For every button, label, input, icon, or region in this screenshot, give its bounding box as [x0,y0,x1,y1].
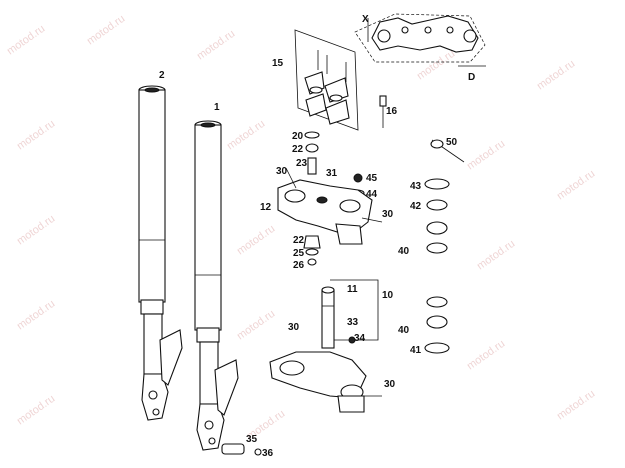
axle-bolt [221,443,262,456]
callout-2: 2 [159,70,165,81]
callout-25: 25 [293,248,305,259]
watermark: motod.ru [15,298,57,333]
callout-41: 41 [410,345,422,356]
callout-44: 44 [366,189,378,200]
callout-43: 43 [410,181,422,192]
watermark: motod.ru [5,23,47,58]
callout-20: 20 [292,131,304,142]
watermark: motod.ru [465,338,507,373]
watermark: motod.ru [85,13,127,48]
watermark: motod.ru [15,393,57,428]
lower-nut-parts [303,235,321,266]
callout-33: 33 [347,317,359,328]
fork-leg-1 [194,120,239,451]
callout-31: 31 [326,168,338,179]
callout-labels: 2 1 15 16 20 22 23 30 31 45 44 12 30 22 … [159,14,475,459]
watermark: motod.ru [475,238,517,273]
callout-36: 36 [262,448,274,459]
watermark: motod.ru [555,388,597,423]
callout-45: 45 [366,173,378,184]
watermark: motod.ru [465,138,507,173]
callout-16: 16 [386,106,398,117]
callout-34: 34 [354,333,366,344]
callout-30: 30 [288,322,300,333]
callout-40: 40 [398,325,410,336]
callout-15: 15 [272,58,284,69]
lower-triple-clamp [269,336,382,413]
callout-23: 23 [296,158,308,169]
callout-50: 50 [446,137,458,148]
dimension-d-label: D [468,72,475,83]
watermark: motod.ru [195,28,237,63]
watermark: motod.ru [415,48,457,83]
watermark: motod.ru [535,58,577,93]
upper-triple-clamp [277,167,383,245]
watermark: motod.ru [235,223,277,258]
watermark: motod.ru [15,213,57,248]
callout-22: 22 [292,144,304,155]
callout-30: 30 [382,209,394,220]
fork-leg-2 [138,85,183,421]
callout-40: 40 [398,246,410,257]
callout-1: 1 [214,102,220,113]
callout-42: 42 [410,201,422,212]
watermark: motod.ru [15,118,57,153]
watermark: motod.ru [225,118,267,153]
dimension-x-label: X [362,14,369,25]
bearing-stack [424,139,465,354]
callout-10: 10 [382,290,394,301]
callout-11: 11 [347,284,358,295]
handlebar-clamp-assembly [294,29,387,131]
callout-26: 26 [293,260,305,271]
top-clamp-detail [354,13,486,67]
callout-12: 12 [260,202,272,213]
callout-22: 22 [293,235,305,246]
watermark: motod.ru [555,168,597,203]
callout-30: 30 [384,379,396,390]
watermark: motod.ru [235,308,277,343]
callout-30: 30 [276,166,288,177]
callout-35: 35 [246,434,258,445]
